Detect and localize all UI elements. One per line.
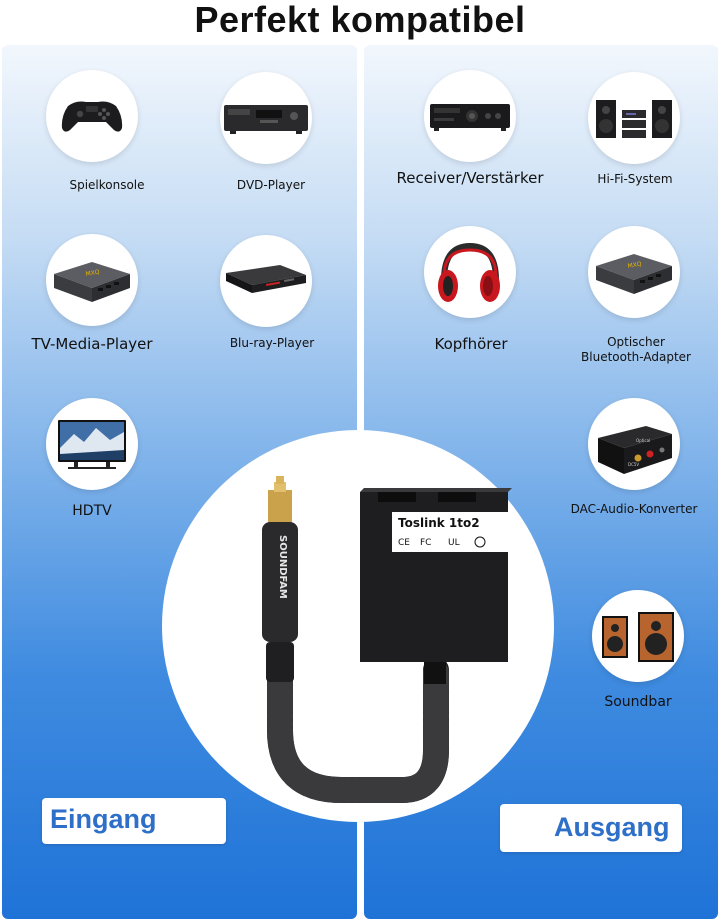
bluetooth-adapter-icon: MXQ xyxy=(588,226,680,318)
headphones-icon xyxy=(424,226,516,318)
game-console-icon xyxy=(46,70,138,162)
model-text: Toslink 1to2 xyxy=(398,516,480,530)
hdtv-icon xyxy=(46,398,138,490)
svg-text:MXQ: MXQ xyxy=(627,261,642,270)
dac-converter-label: DAC-Audio-Konverter xyxy=(570,502,698,516)
game-console-label: Spielkonsole xyxy=(69,178,145,192)
toslink-plug-tip xyxy=(268,490,292,522)
svg-text:MXQ: MXQ xyxy=(85,269,100,278)
dvd-player-icon xyxy=(220,72,312,164)
bluray-player-label: Blu-ray-Player xyxy=(229,336,315,350)
soundbar-icon xyxy=(592,590,684,682)
page-title: Perfekt kompatibel xyxy=(194,0,526,40)
toslink-plug-body xyxy=(262,522,298,642)
model-label xyxy=(392,512,508,552)
headphones-label: Kopfhörer xyxy=(434,335,508,353)
bluetooth-adapter-label-line2: Bluetooth-Adapter xyxy=(581,350,691,364)
bluray-player-icon xyxy=(220,235,312,327)
hifi-system-icon xyxy=(588,72,680,164)
dac-converter-icon: DC5V Optical xyxy=(588,398,680,490)
receiver-label: Receiver/Verstärker xyxy=(396,169,544,187)
hifi-system-label: Hi-Fi-System xyxy=(597,172,673,186)
receiver-icon xyxy=(424,70,516,162)
input-label: Eingang xyxy=(50,804,157,834)
soundbar-label: Soundbar xyxy=(604,694,672,710)
input-label-box: Eingang xyxy=(42,798,226,844)
bluetooth-adapter-label-line1: Optischer xyxy=(607,335,665,349)
cert-ce: CE xyxy=(398,538,410,548)
dac-power-text: DC5V xyxy=(628,462,639,467)
brand-text: SOUNDFAM xyxy=(277,535,288,599)
dac-input-text: Optical xyxy=(636,438,650,443)
dvd-player-label: DVD-Player xyxy=(236,178,306,192)
hdtv-label: HDTV xyxy=(72,503,112,519)
tv-media-player-icon: MXQ xyxy=(46,234,138,326)
cert-fcc: FC xyxy=(420,538,431,548)
output-label-box: Ausgang xyxy=(500,804,682,852)
output-label: Ausgang xyxy=(554,812,670,842)
tv-media-player-label: TV-Media-Player xyxy=(31,335,153,353)
cert-ul: UL xyxy=(448,538,460,548)
product-showcase: SOUNDFAM Toslink 1to2 CE FC UL xyxy=(162,430,554,822)
